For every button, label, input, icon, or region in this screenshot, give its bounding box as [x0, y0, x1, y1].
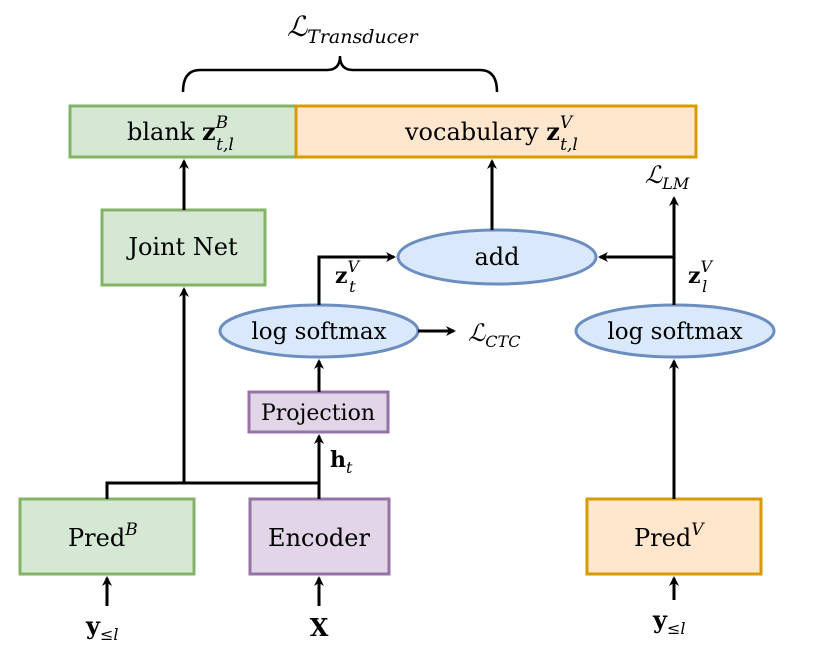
encoder-box — [248, 497, 391, 576]
y-right-label: y≤l — [652, 605, 685, 638]
log-softmax-left-label: log softmax — [251, 319, 386, 345]
add-label: add — [474, 243, 519, 271]
loss-transducer-label: ℒTransducer — [287, 10, 420, 48]
blank-output-box — [68, 104, 298, 159]
pred-v-label: PredV — [634, 520, 705, 552]
vocabulary-output-box — [294, 104, 698, 159]
projection-box — [247, 390, 390, 434]
joint-net-box — [100, 208, 267, 287]
loss-ctc-label: ℒCTC — [468, 319, 520, 351]
line-pred-b-encoder-merge — [105, 481, 321, 499]
add-ellipse — [396, 228, 598, 286]
projection-label: Projection — [261, 401, 375, 426]
pred-b-label: PredB — [68, 520, 138, 552]
log-softmax-right-label: log softmax — [607, 319, 742, 345]
arrow-log-softmax-left-to-add — [317, 252, 396, 305]
pred-v-box — [585, 497, 763, 576]
y-left-label: y≤l — [85, 611, 118, 644]
h-t-label: ht — [330, 447, 353, 477]
pred-b-box — [18, 497, 196, 576]
x-input-label: X — [310, 613, 329, 642]
joint-net-label: Joint Net — [125, 233, 238, 261]
loss-lm-label: ℒLM — [645, 161, 690, 193]
encoder-label: Encoder — [268, 524, 370, 552]
transducer-brace — [181, 55, 499, 93]
